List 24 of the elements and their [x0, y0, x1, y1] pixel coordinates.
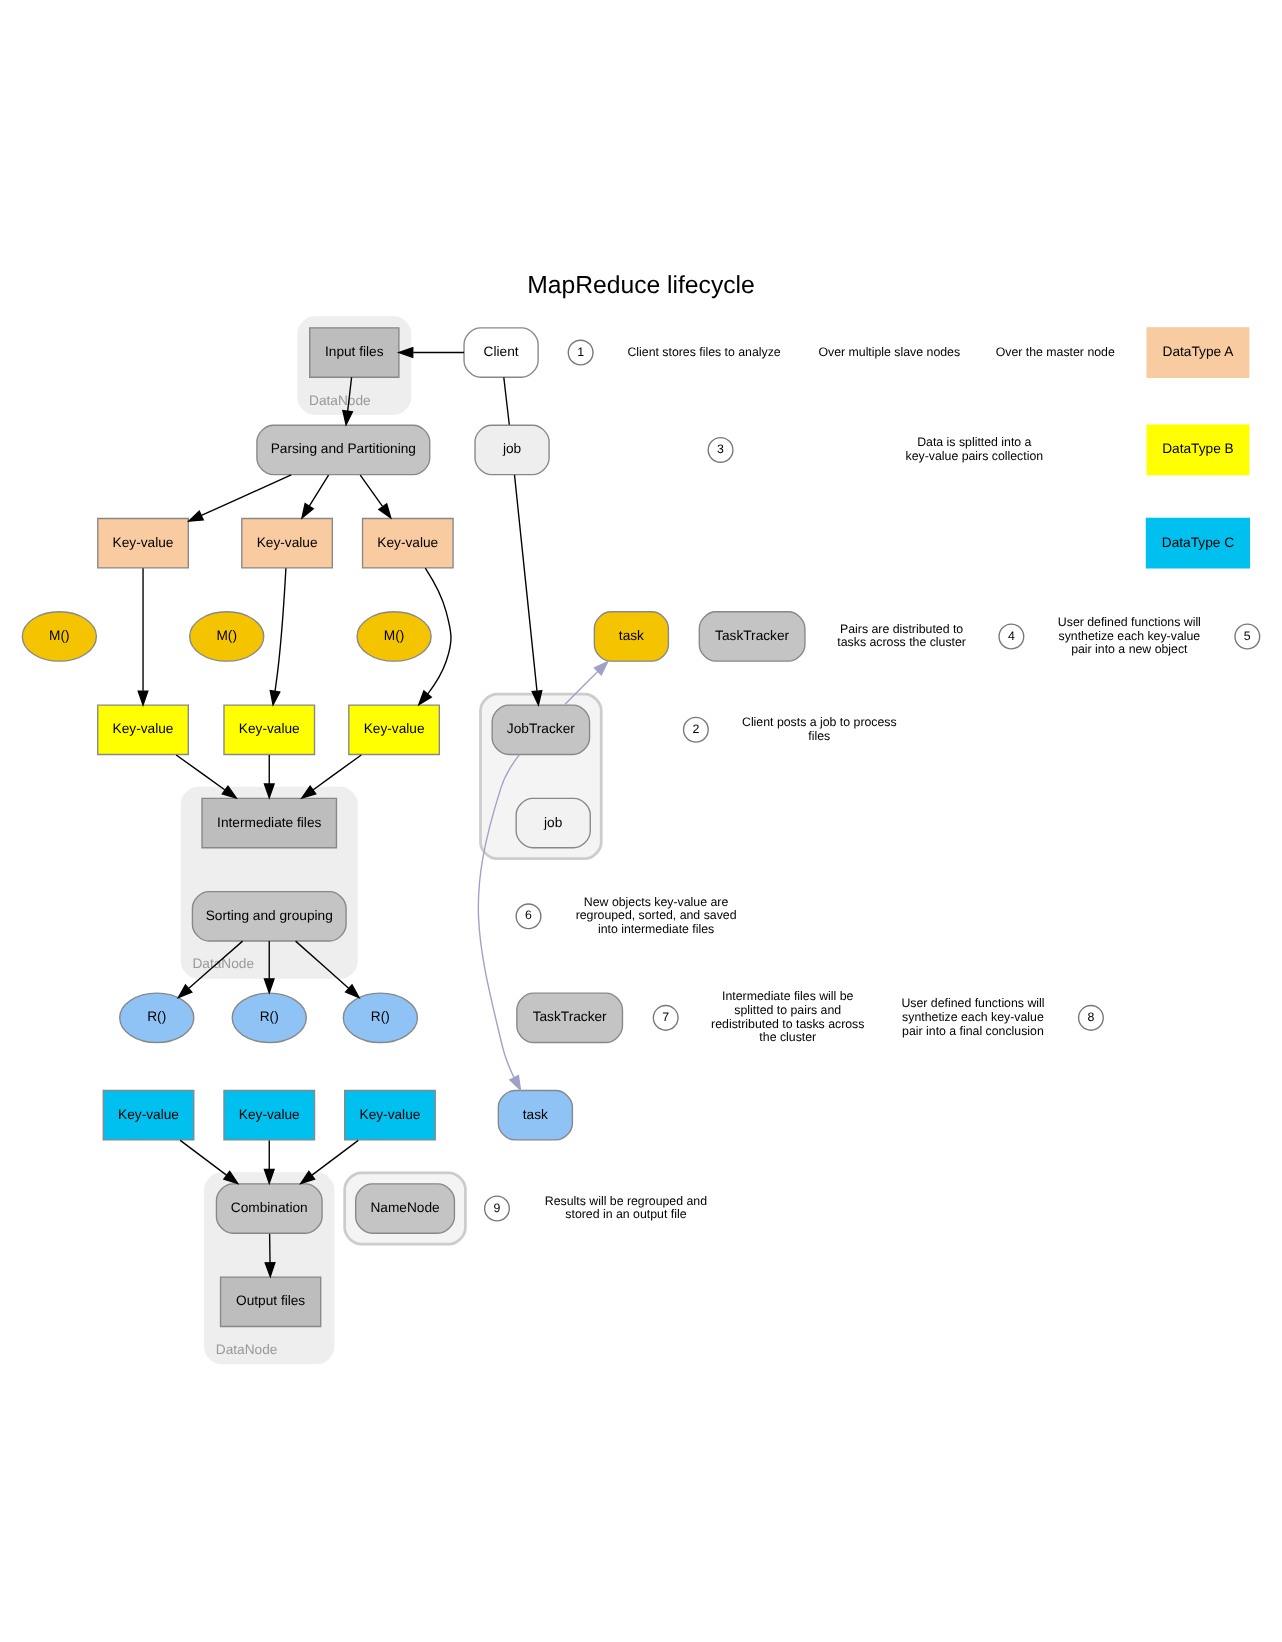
arrow — [269, 567, 287, 707]
arrow — [564, 660, 610, 706]
arrow — [359, 474, 392, 520]
arrow — [264, 1233, 276, 1279]
arrow — [294, 940, 361, 999]
arrow — [299, 1139, 359, 1185]
arrow — [396, 346, 465, 359]
arrow — [263, 940, 275, 995]
arrow — [263, 1139, 275, 1186]
cluster — [479, 692, 603, 861]
diagram-title: MapReduce lifecycle — [527, 270, 755, 299]
arrow — [513, 474, 543, 707]
arrow — [263, 754, 275, 800]
arrow — [342, 376, 354, 427]
arrow — [477, 753, 522, 1092]
arrow — [137, 567, 149, 707]
arrow — [179, 1139, 240, 1185]
arrow — [417, 567, 452, 707]
cluster — [343, 1171, 467, 1246]
arrow — [186, 474, 292, 523]
arrow — [300, 754, 362, 800]
arrow — [175, 754, 238, 800]
connector — [503, 376, 510, 426]
arrow — [300, 474, 330, 520]
